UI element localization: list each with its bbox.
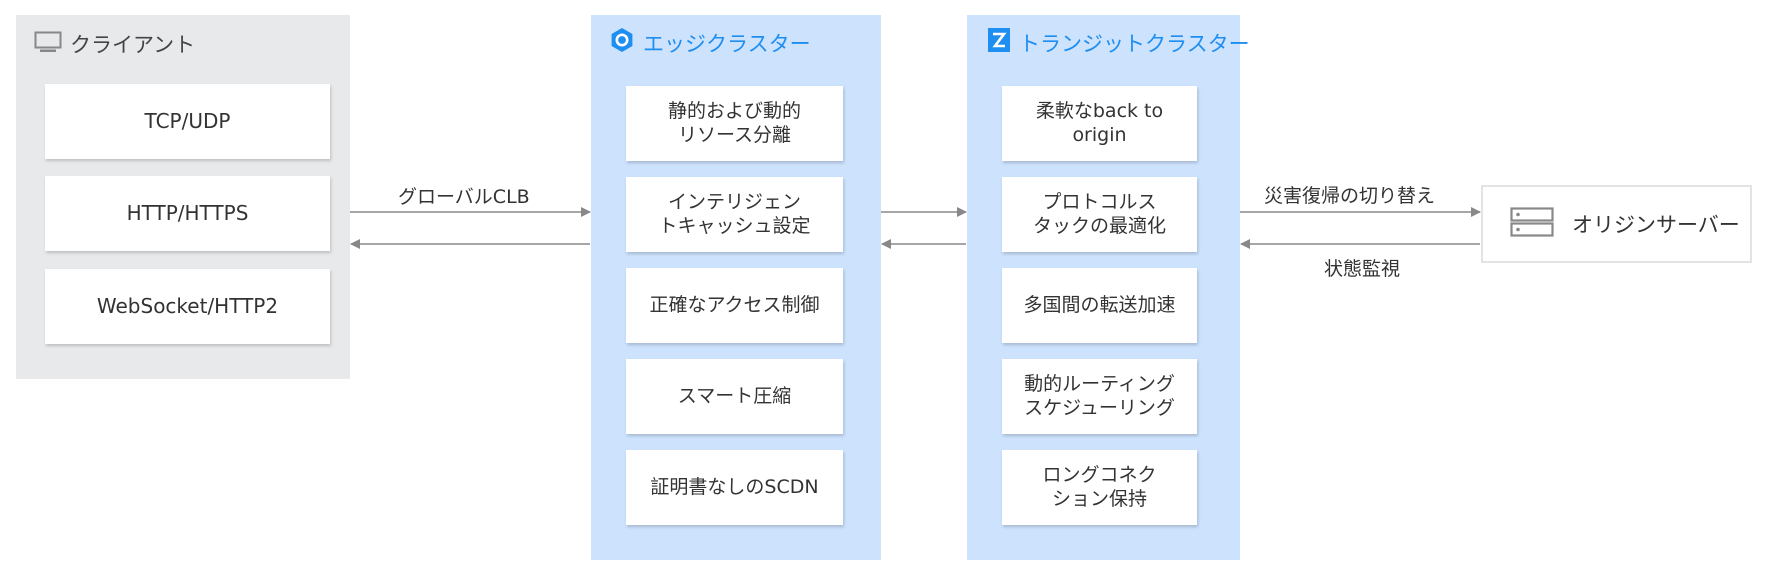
client-item-tcp-udp: TCP/UDP: [45, 84, 330, 159]
transit-item-flexible-origin: 柔軟なback to origin: [1002, 86, 1197, 161]
server-icon: [1510, 206, 1554, 242]
edge-item-resource-separation: 静的および動的 リソース分離: [626, 86, 843, 161]
edge-cluster-panel: エッジクラスター 静的および動的 リソース分離 インテリジェン トキャッシュ設定…: [591, 15, 881, 560]
global-clb-label: グローバルCLB: [398, 186, 530, 208]
edge-item-smart-compression: スマート圧縮: [626, 359, 843, 434]
monitor-icon: [34, 31, 62, 58]
client-item-http-https: HTTP/HTTPS: [45, 176, 330, 251]
edge-cluster-title-label: エッジクラスター: [643, 31, 811, 56]
client-title: クライアント: [34, 29, 195, 59]
transit-cluster-title-label: トランジットクラスター: [1019, 31, 1250, 56]
client-title-label: クライアント: [70, 33, 196, 57]
origin-server-label: オリジンサーバー: [1572, 213, 1740, 237]
origin-server-box: オリジンサーバー: [1481, 185, 1752, 263]
transit-item-dynamic-routing: 動的ルーティング スケジューリング: [1002, 359, 1197, 434]
client-item-websocket-http2: WebSocket/HTTP2: [45, 269, 330, 344]
status-monitoring-label: 状態監視: [1324, 258, 1401, 280]
edge-item-access-control: 正確なアクセス制御: [626, 268, 843, 343]
client-panel: クライアント TCP/UDP HTTP/HTTPS WebSocket/HTTP…: [16, 15, 350, 379]
disaster-recovery-switch-label: 災害復帰の切り替え: [1264, 185, 1436, 207]
transit-icon: [987, 27, 1011, 58]
edge-cluster-title: エッジクラスター: [609, 27, 811, 58]
transit-cluster-title: トランジットクラスター: [987, 27, 1250, 58]
gear-icon: [609, 27, 635, 58]
transit-item-transfer-acceleration: 多国間の転送加速: [1002, 268, 1197, 343]
edge-item-certless-scdn: 証明書なしのSCDN: [626, 450, 843, 525]
edge-item-intelligent-cache: インテリジェン トキャッシュ設定: [626, 177, 843, 252]
transit-item-protocol-stack: プロトコルス タックの最適化: [1002, 177, 1197, 252]
transit-cluster-panel: トランジットクラスター 柔軟なback to origin プロトコルス タック…: [967, 15, 1250, 560]
transit-item-long-connection: ロングコネク ション保持: [1002, 450, 1197, 525]
